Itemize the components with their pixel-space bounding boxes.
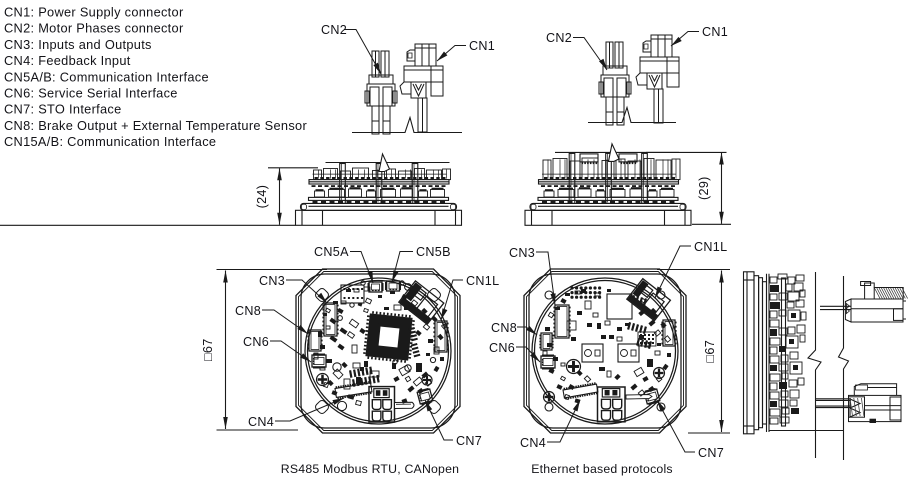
svg-text:CN2: CN2 bbox=[546, 31, 572, 45]
svg-text:CN3: CN3 bbox=[509, 246, 535, 260]
svg-text:CN2: Motor Phases connector: CN2: Motor Phases connector bbox=[4, 21, 184, 36]
svg-text:□67: □67 bbox=[201, 338, 215, 361]
svg-text:CN6: CN6 bbox=[243, 335, 269, 349]
svg-text:CN1: CN1 bbox=[702, 25, 728, 39]
svg-text:CN8: CN8 bbox=[235, 304, 261, 318]
svg-text:CN2: CN2 bbox=[321, 23, 347, 37]
svg-text:CN4: Feedback Input: CN4: Feedback Input bbox=[4, 53, 131, 68]
svg-text:CN1: Power Supply connector: CN1: Power Supply connector bbox=[4, 5, 184, 20]
svg-text:(29): (29) bbox=[697, 176, 711, 200]
svg-text:CN3: Inputs and Outputs: CN3: Inputs and Outputs bbox=[4, 37, 152, 52]
svg-text:CN15A/B: Communication Interfa: CN15A/B: Communication Interface bbox=[4, 134, 216, 149]
svg-text:CN8: Brake Output + External T: CN8: Brake Output + External Temperature… bbox=[4, 118, 307, 133]
svg-text:CN7: STO Interface: CN7: STO Interface bbox=[4, 102, 122, 117]
svg-text:CN5B: CN5B bbox=[416, 245, 451, 259]
svg-text:CN7: CN7 bbox=[698, 446, 724, 460]
svg-text:CN1L: CN1L bbox=[466, 274, 499, 288]
svg-text:CN8: CN8 bbox=[491, 321, 517, 335]
svg-text:□67: □67 bbox=[703, 340, 717, 363]
svg-text:(24): (24) bbox=[255, 185, 269, 209]
svg-text:CN1: CN1 bbox=[469, 39, 495, 53]
svg-text:CN5A: CN5A bbox=[314, 245, 349, 259]
svg-text:CN6: Service Serial Interface: CN6: Service Serial Interface bbox=[4, 86, 178, 101]
svg-text:CN4: CN4 bbox=[248, 415, 274, 429]
svg-text:CN5A/B: Communication Interfac: CN5A/B: Communication Interface bbox=[4, 69, 209, 84]
svg-text:RS485 Modbus RTU, CANopen: RS485 Modbus RTU, CANopen bbox=[281, 462, 459, 476]
svg-text:CN6: CN6 bbox=[489, 341, 515, 355]
svg-text:CN1L: CN1L bbox=[694, 240, 727, 254]
svg-text:CN7: CN7 bbox=[456, 434, 482, 448]
svg-text:CN4: CN4 bbox=[520, 436, 546, 450]
svg-text:Ethernet based protocols: Ethernet based protocols bbox=[531, 462, 673, 476]
svg-text:CN3: CN3 bbox=[259, 274, 285, 288]
